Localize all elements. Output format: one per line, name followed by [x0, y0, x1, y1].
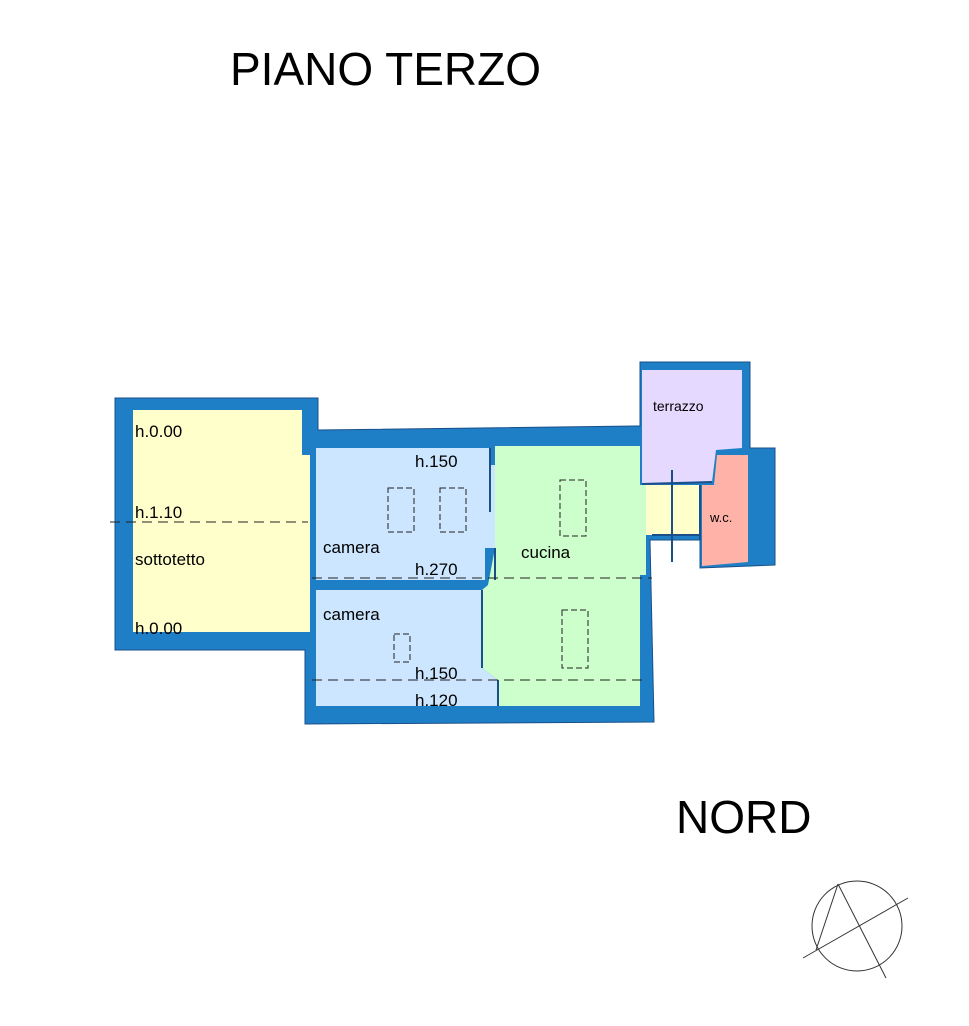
height-sottotetto-mid: h.1.10	[135, 503, 182, 522]
wall-camere-divider	[316, 580, 482, 590]
skylight-camera-3	[393, 633, 411, 663]
skylight-camera-1	[387, 487, 415, 533]
skylight-cucina-1	[559, 479, 587, 537]
room-camera-bottom	[316, 590, 498, 706]
labels: sottotetto camera camera cucina terrazzo…	[135, 398, 732, 710]
room-terrazzo	[642, 370, 742, 484]
skylight-camera-2	[439, 487, 467, 533]
height-camera-top: h.150	[415, 452, 458, 471]
height-sottotetto-bottom: h.0.00	[135, 619, 182, 638]
north-label: NORD	[676, 791, 812, 843]
north-arrow-icon	[802, 880, 909, 979]
partitions	[481, 448, 713, 706]
label-sottotetto: sottotetto	[135, 550, 205, 569]
room-camera-top	[316, 448, 495, 580]
plan-title: PIANO TERZO	[230, 43, 541, 95]
skylights	[387, 479, 589, 669]
height-camera-bottom-b: h.120	[415, 691, 458, 710]
height-camera-bottom-a: h.150	[415, 664, 458, 683]
height-lines	[110, 521, 652, 681]
skylight-cucina-2	[561, 609, 589, 669]
height-sottotetto-top: h.0.00	[135, 422, 182, 441]
height-ridge: h.270	[415, 560, 458, 579]
label-cucina: cucina	[521, 543, 571, 562]
room-wc	[702, 455, 748, 566]
label-wc: w.c.	[709, 510, 732, 525]
room-sottotetto	[133, 410, 310, 632]
outlines	[114, 361, 776, 725]
label-camera-top: camera	[323, 538, 380, 557]
label-camera-bottom: camera	[323, 605, 380, 624]
label-terrazzo: terrazzo	[653, 398, 704, 414]
room-cucina	[482, 446, 646, 706]
